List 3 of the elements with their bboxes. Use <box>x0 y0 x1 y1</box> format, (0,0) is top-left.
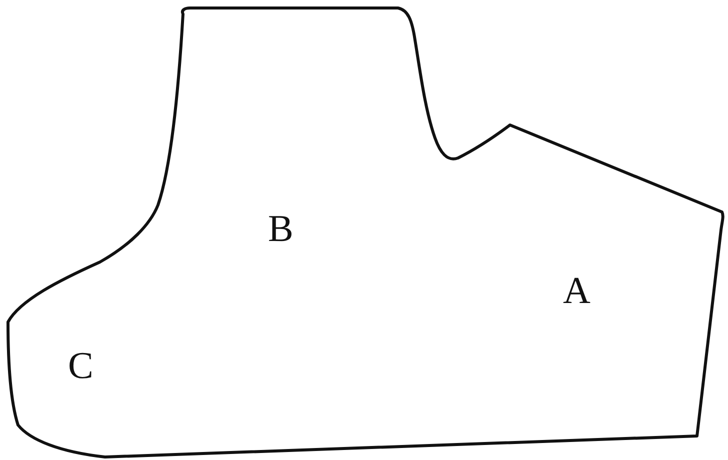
region-letter: B <box>268 210 294 248</box>
region-letter: C <box>68 347 94 385</box>
region-letter: A <box>563 272 590 310</box>
